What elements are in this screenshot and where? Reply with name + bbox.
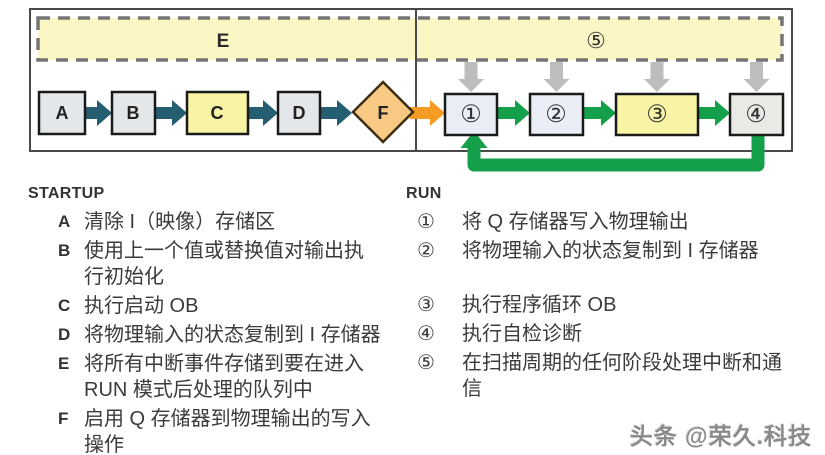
legend-item-3: ③ 执行程序循环 OB <box>406 292 820 318</box>
legend-marker: C <box>58 296 71 315</box>
legend-text: 执行启动 OB <box>84 295 199 317</box>
decision-diamond-F <box>351 80 415 144</box>
run-box-4 <box>728 92 785 137</box>
interrupt-band <box>36 16 784 62</box>
box-label-D: D <box>293 103 306 123</box>
band-label-E: E <box>217 31 230 52</box>
legend-marker: D <box>58 325 71 344</box>
legend-item-A: A 清除 I（映像）存储区 <box>28 209 402 235</box>
legend-marker: ② <box>417 240 435 262</box>
legend-text: 使用上一个值或替换值对输出执 <box>84 240 364 262</box>
down-arrow-icon <box>458 62 484 92</box>
legend-item-C: C 执行启动 OB <box>28 293 402 319</box>
green-arrow-icon <box>583 100 616 126</box>
box-label-F: F <box>378 103 389 123</box>
legend-item-5: ⑤ 在扫描周期的任何阶段处理中断和通 信 <box>406 350 820 402</box>
legend-text: 清除 I（映像）存储区 <box>84 211 276 233</box>
legend-item-B: B 使用上一个值或替换值对输出执 行初始化 <box>28 238 402 290</box>
down-arrow-icon <box>743 62 770 92</box>
box-label-A: A <box>56 103 69 123</box>
run-box-3 <box>614 92 700 137</box>
legend-text: 信 <box>462 378 482 400</box>
legend-marker: ⑤ <box>417 352 435 374</box>
legend-marker: B <box>58 241 71 260</box>
green-arrow-icon <box>698 100 730 126</box>
teal-arrow-icon <box>320 100 352 126</box>
legend-item-4: ④ 执行自检诊断 <box>406 321 820 347</box>
legend-item-2: ② 将物理输入的状态复制到 I 存储器 <box>406 238 820 264</box>
legend-marker: A <box>58 212 71 231</box>
green-arrow-icon <box>497 100 530 126</box>
box-label-2: ② <box>545 101 567 128</box>
orange-arrow-icon <box>410 100 445 126</box>
teal-arrow-icon <box>85 100 112 126</box>
legend-text: 执行自检诊断 <box>462 323 582 345</box>
startup-box-B <box>110 90 157 136</box>
legend-item-F: F 启用 Q 存储器到物理输出的写入 操作 <box>28 406 402 455</box>
legend-text: 行初始化 <box>84 266 164 288</box>
legend-text: 将物理输入的状态复制到 I 存储器 <box>84 324 381 346</box>
legend-text: 将所有中断事件存储到要在进入 <box>84 353 364 375</box>
legend-marker: ① <box>417 211 435 233</box>
loop-arrowhead-icon <box>460 131 488 148</box>
legend-text: RUN 模式后处理的队列中 <box>84 379 313 401</box>
box-label-B: B <box>127 103 140 123</box>
legend-text: 在扫描周期的任何阶段处理中断和通 <box>462 352 782 374</box>
box-label-4: ④ <box>745 101 767 128</box>
teal-arrow-icon <box>248 100 278 126</box>
box-label-3: ③ <box>646 101 668 128</box>
legend-text: 启用 Q 存储器到物理输出的写入 <box>84 408 371 430</box>
legend-text: 执行程序循环 OB <box>462 294 617 316</box>
scan-loop-path <box>467 134 765 172</box>
legend-text: 将 Q 存储器写入物理输出 <box>462 211 689 233</box>
legend-item-D: D 将物理输入的状态复制到 I 存储器 <box>28 322 402 348</box>
startup-box-A <box>37 90 87 136</box>
legend-text: 操作 <box>84 434 124 455</box>
legend-item-E: E 将所有中断事件存储到要在进入 RUN 模式后处理的队列中 <box>28 351 402 403</box>
band-label-5: ⑤ <box>586 28 606 53</box>
legend-text: 将物理输入的状态复制到 I 存储器 <box>462 240 759 262</box>
legend-marker: ③ <box>417 294 435 316</box>
run-box-2 <box>528 92 585 137</box>
legend-startup: STARTUP A 清除 I（映像）存储区 B 使用上一个值或替换值对输出执 行… <box>28 184 402 455</box>
startup-box-C <box>185 90 250 136</box>
legend-marker: F <box>58 409 69 428</box>
watermark: 头条 @荣久.科技 <box>629 423 812 449</box>
legend-marker: E <box>58 354 70 373</box>
startup-box-D <box>276 90 322 136</box>
legend-item-1: ① 将 Q 存储器写入物理输出 <box>406 209 820 235</box>
scan-cycle-diagram: E ⑤ A B C D F <box>29 8 793 172</box>
box-label-1: ① <box>460 101 482 128</box>
legend-run-title: RUN <box>406 185 442 202</box>
legend-startup-title: STARTUP <box>28 185 105 202</box>
legend-marker: ④ <box>417 323 435 345</box>
run-box-1 <box>443 92 499 137</box>
down-arrow-icon <box>644 62 670 92</box>
down-arrow-icon <box>543 62 570 92</box>
box-label-C: C <box>211 103 224 123</box>
teal-arrow-icon <box>155 100 187 126</box>
legend-run: RUN ① 将 Q 存储器写入物理输出 ② 将物理输入的状态复制到 I 存储器 … <box>406 184 820 405</box>
